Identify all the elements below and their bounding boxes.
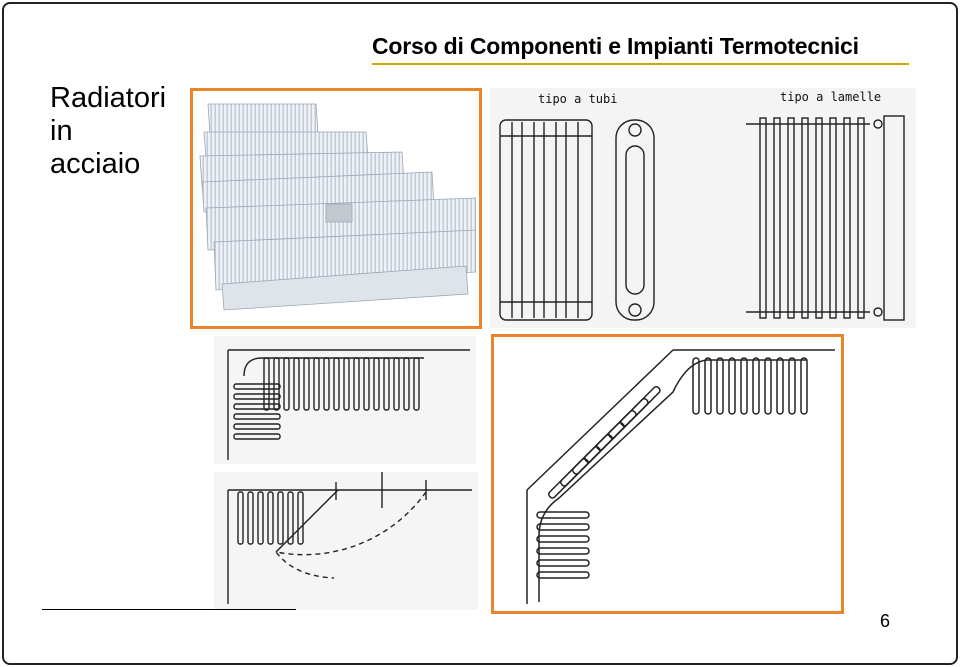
horizontal-radiator-sections [692,357,808,415]
door-swing-arc [274,491,427,579]
vertical-radiator-sections [536,511,590,579]
diagonal-radiator-sections [547,385,661,499]
label-fin-type: tipo a lamelle [780,90,881,104]
label-tube-type: tipo a tubi [538,92,617,106]
title-underline [372,63,909,65]
tube-radiator-side [615,119,655,321]
radiator-stack [199,103,476,311]
heading-line-3: acciaio [50,148,141,180]
slide-heading: Radiatori in acciaio [50,82,190,181]
heading-line-1: Radiatori [50,82,167,114]
fin-radiator-side [873,115,905,321]
heading-line-2: in [50,115,73,147]
radiator-sections-vertical [233,383,281,440]
angled-corner-drawing-frame [491,334,844,614]
fin-radiator-front [746,117,870,319]
small-radiator-sections [237,491,304,545]
radiator-photo-frame [190,88,482,329]
footer-rule [42,609,296,610]
corner-layout-drawing-2 [214,472,478,610]
radiator-photo [196,94,476,323]
corner-layout-drawing-1 [214,336,476,464]
radiator-types-drawing: tipo a tubi tipo a lamelle [490,88,916,328]
page-number: 6 [880,611,891,631]
angled-corner-drawing [497,340,838,608]
course-title: Corso di Componenti e Impianti Termotecn… [372,33,859,59]
tube-radiator-front [499,119,593,321]
